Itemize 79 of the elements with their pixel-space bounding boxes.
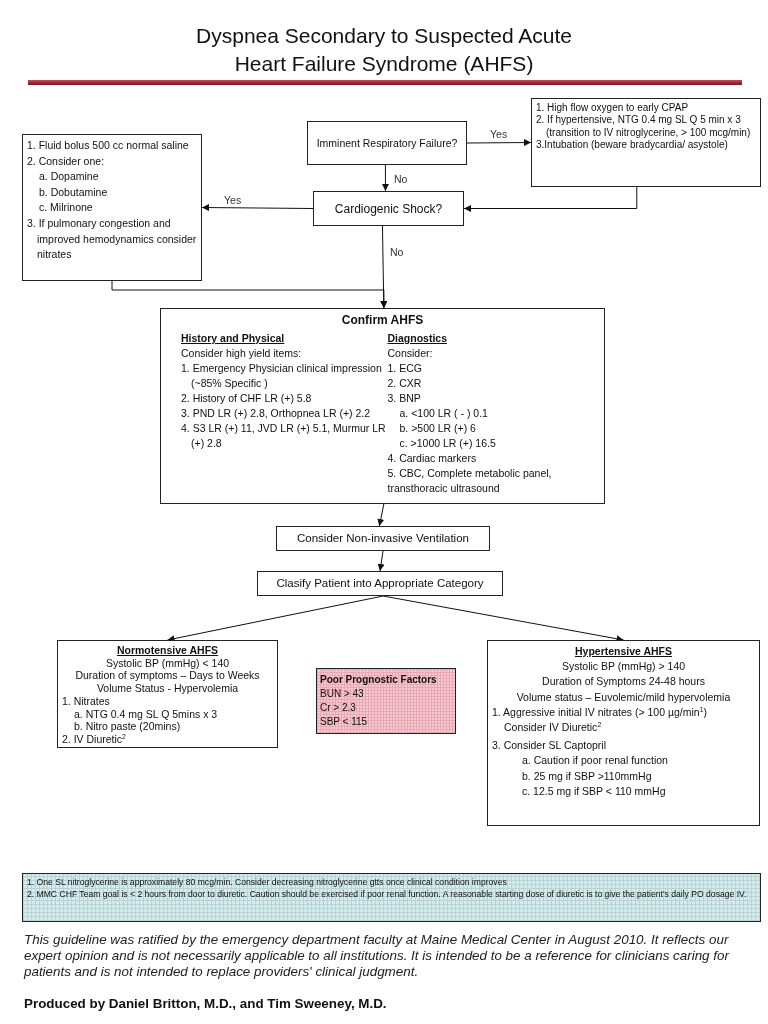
list-item: 1. Nitrates [62,694,111,708]
box-text: Cardiogenic Shock? [333,200,444,217]
box-text: 1. ECG [387,361,423,376]
box-heading: Poor Prognostic Factors [320,673,438,687]
list-item: b. Dobutamine [38,184,109,200]
process-box [160,308,605,504]
list-item: a. <100 LR ( - ) 0.1 [398,406,489,421]
list-item: 3. Consider SL Captopril [492,738,607,754]
box-text: BUN > 43 [320,687,365,701]
box-title: Confirm AHFS [340,313,425,328]
section-heading: Diagnostics [387,331,448,346]
edge-label: No [392,173,410,185]
list-item: c. Milrinone [38,200,94,216]
process-box [257,571,503,596]
box-text: Clasify Patient into Appropriate Category [275,576,485,591]
list-item: 2. MMC CHF Team goal is < 2 hours from door to diuretic. Caution should be exercised if poor renal function. A reasonable starting dose of diuretic is to give the patient's daily PO dosage IV. [27,888,748,900]
list-item: 3. If pulmonary congestion and improved hemodynamics consider nitrates [27,215,197,263]
box-text: 3. BNP [387,391,422,406]
category-box [487,640,760,826]
arrow [377,550,385,572]
list-item: b. >500 LR (+) 6 [398,421,477,436]
box-text: 5. CBC, Complete metabolic panel, transthoracic ultrasound [387,466,553,496]
box-text: Consider Non-invasive Ventilation [296,531,470,546]
arrow [466,139,532,147]
list-item: 1. High flow oxygen to early CPAP [536,102,690,115]
edge-label: Yes [222,194,244,206]
arrow [381,164,389,192]
decision-box [307,121,467,165]
box-text: Consider high yield items: [181,346,303,361]
footnote-box [22,873,761,922]
list-item: 2. IV Diuretic$^{2}$ [62,732,127,746]
list-item: b. 25 mg if SBP >110mmHg [521,768,653,784]
arrow [377,503,385,527]
category-heading: Hypertensive AHFS [573,644,674,659]
list-item: a. Dopamine [38,169,100,185]
box-text: Duration of symptoms – Days to Weeks [74,669,261,683]
list-item: 1. One SL nitroglycerine is approximately 80 mcg/min. Consider decreasing nitroglycerine gtts once clinical condition improves [27,877,508,889]
list-item: c. 12.5 mg if SBP < 110 mmHg [521,783,667,799]
list-item: 1. Fluid bolus 500 cc normal saline [27,138,190,153]
action-box [22,134,202,281]
box-text: Systolic BP (mmHg) > 140 [560,659,687,675]
edge-label: Yes [488,128,510,140]
credit-text: Produced by Daniel Britton, M.D., and Tim Sweeney, M.D. [24,996,387,1011]
action-box [531,98,761,187]
box-text: Volume Status - Hypervolemia [95,682,240,695]
list-item: 3. PND LR (+) 2.8, Orthopnea LR (+) 2.2 [181,406,372,421]
box-text: 4. Cardiac markers [387,451,478,466]
box-text: Systolic BP (mmHg) < 140 [104,656,231,670]
list-item: 2. If hypertensive, NTG 0.4 mg SL Q 5 min x 3 (transition to IV nitroglycerine, > 100 mcg/min) [536,114,752,139]
disclaimer-text: This guideline was ratified by the emergency department faculty at Maine Medical Center in August 2010. It reflects our expert opinion and is not necessarily applicable to all institutions. It is intended to be a reference for clinicians caring for patients and is not intended to replace providers' clinical judgment. [24,932,731,980]
box-text: 2. CXR [387,376,423,391]
list-item: 2. History of CHF LR (+) 5.8 [181,391,313,406]
arrow [463,186,638,212]
edge-label: No [388,246,406,258]
list-item: 2. Consider one: [27,153,106,169]
arrow [111,280,388,309]
box-text: Imminent Respiratory Failure? [315,136,459,151]
box-text: SBP < 115 [320,715,369,729]
list-item: a. NTG 0.4 mg SL Q 5mins x 3 [73,707,219,721]
list-item: 1. Emergency Physician clinical impression (~85% Specific ) [181,361,383,391]
list-item: a. Caution if poor renal function [521,753,669,769]
category-heading: Normotensive AHFS [115,644,220,657]
decision-box [313,191,464,226]
list-item: Consider IV Diuretic$^{2}$ [503,720,603,735]
title: Dyspnea Secondary to Suspected Acute Heart Failure Syndrome (AHFS) [195,23,573,77]
category-box [57,640,278,748]
section-heading: History and Physical [181,331,286,346]
list-item: 1. Aggressive initial IV nitrates (> 100 µg/min$^{1}$) [492,704,708,720]
list-item: c. >1000 LR (+) 16.5 [398,436,497,451]
arrow [201,204,314,212]
box-text: Cr > 2.3 [320,701,357,715]
box-text: Duration of Symptoms 24-48 hours [541,674,706,690]
list-item: 4. S3 LR (+) 11, JVD LR (+) 5.1, Murmur LR (+) 2.8 [181,421,387,451]
warning-box [316,668,456,734]
box-text: Volume status – Euvolemic/mild hypervolemia [515,689,732,705]
list-item: b. Nitro paste (20mins) [73,720,182,733]
box-text: Consider: [387,346,434,361]
process-box [276,526,490,551]
list-item: 3.Intubation (beware bradycardia/ asystole) [536,138,729,152]
